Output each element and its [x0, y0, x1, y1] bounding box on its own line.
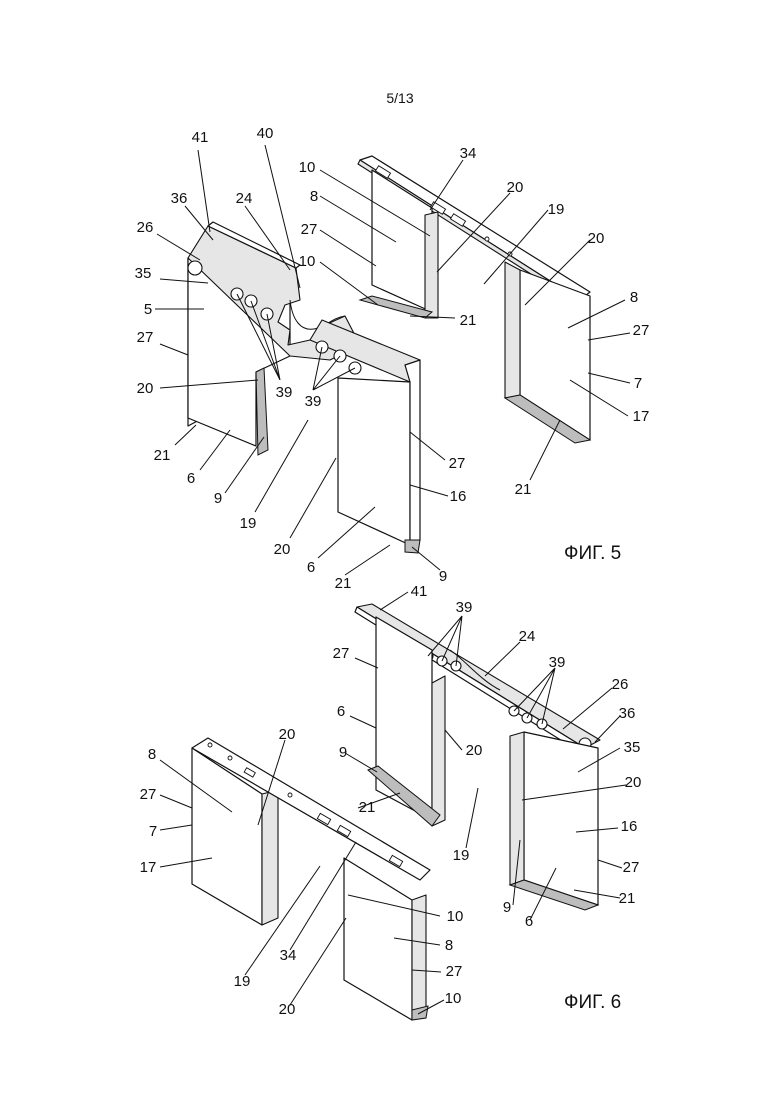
label-39: 39 [456, 599, 473, 616]
center-panel-front [338, 378, 410, 545]
label-27: 27 [301, 221, 318, 238]
label-26: 26 [612, 676, 629, 693]
label-20: 20 [625, 774, 642, 791]
label-17: 17 [633, 408, 650, 425]
label-24: 24 [519, 628, 536, 645]
rail-hole [208, 743, 212, 747]
label-7: 7 [634, 375, 642, 392]
label-7: 7 [149, 823, 157, 840]
label-9: 9 [503, 899, 511, 916]
label-36: 36 [619, 705, 636, 722]
label-20: 20 [466, 742, 483, 759]
label-6: 6 [337, 703, 345, 720]
label-27: 27 [449, 455, 466, 472]
rail-hole [485, 237, 489, 241]
label-36: 36 [171, 190, 188, 207]
label-40: 40 [257, 125, 274, 142]
label-21: 21 [154, 447, 171, 464]
upper-hanging-flange [425, 212, 438, 318]
label-34: 34 [460, 145, 477, 162]
right-box-inner [505, 262, 520, 398]
label-8: 8 [445, 937, 453, 954]
label-19: 19 [240, 515, 257, 532]
label-20: 20 [507, 179, 524, 196]
label-21: 21 [460, 312, 477, 329]
fig6-right-box-inner [510, 732, 524, 885]
label-6: 6 [307, 559, 315, 576]
label-41: 41 [192, 129, 209, 146]
label-27: 27 [446, 963, 463, 980]
fig6-left-box-side [262, 790, 278, 925]
label-10: 10 [445, 990, 462, 1007]
label-19: 19 [234, 973, 251, 990]
label-27: 27 [137, 329, 154, 346]
label-16: 16 [450, 488, 467, 505]
label-34: 34 [280, 947, 297, 964]
figure-6-caption: ФИГ. 6 [564, 992, 621, 1013]
label-20: 20 [279, 726, 296, 743]
fig6-left-hanging-flange [432, 676, 445, 826]
figure-5-caption: ФИГ. 5 [564, 543, 621, 564]
label-10: 10 [299, 253, 316, 270]
label-9: 9 [439, 568, 447, 585]
label-21: 21 [619, 890, 636, 907]
label-20: 20 [279, 1001, 296, 1018]
label-39: 39 [276, 384, 293, 401]
rail-hole [228, 756, 232, 760]
label-35: 35 [135, 265, 152, 282]
label-19: 19 [453, 847, 470, 864]
label-35: 35 [624, 739, 641, 756]
label-10: 10 [447, 908, 464, 925]
label-39: 39 [549, 654, 566, 671]
label-10: 10 [299, 159, 316, 176]
label-5: 5 [144, 301, 152, 318]
label-27: 27 [333, 645, 350, 662]
label-39: 39 [305, 393, 322, 410]
label-8: 8 [148, 746, 156, 763]
label-21: 21 [359, 799, 376, 816]
figure-6-drawing [192, 604, 600, 1020]
label-41: 41 [411, 583, 428, 600]
label-8: 8 [310, 188, 318, 205]
label-9: 9 [214, 490, 222, 507]
label-27: 27 [140, 786, 157, 803]
label-26: 26 [137, 219, 154, 236]
center-bottom-foot [405, 540, 420, 553]
label-6: 6 [525, 913, 533, 930]
label-19: 19 [548, 201, 565, 218]
label-6: 6 [187, 470, 195, 487]
label-9: 9 [339, 744, 347, 761]
label-20: 20 [274, 541, 291, 558]
label-20: 20 [588, 230, 605, 247]
label-24: 24 [236, 190, 253, 207]
hole-26 [188, 261, 202, 275]
label-20: 20 [137, 380, 154, 397]
label-27: 27 [633, 322, 650, 339]
fig6-right-box-front [524, 732, 598, 905]
label-16: 16 [621, 818, 638, 835]
page-number: 5/13 [386, 90, 413, 106]
label-27: 27 [623, 859, 640, 876]
label-8: 8 [630, 289, 638, 306]
fig6-lower-hanging-flange [412, 895, 426, 1020]
rail-hole [288, 793, 292, 797]
label-21: 21 [515, 481, 532, 498]
left-inner-flange [256, 368, 268, 455]
label-17: 17 [140, 859, 157, 876]
label-21: 21 [335, 575, 352, 592]
